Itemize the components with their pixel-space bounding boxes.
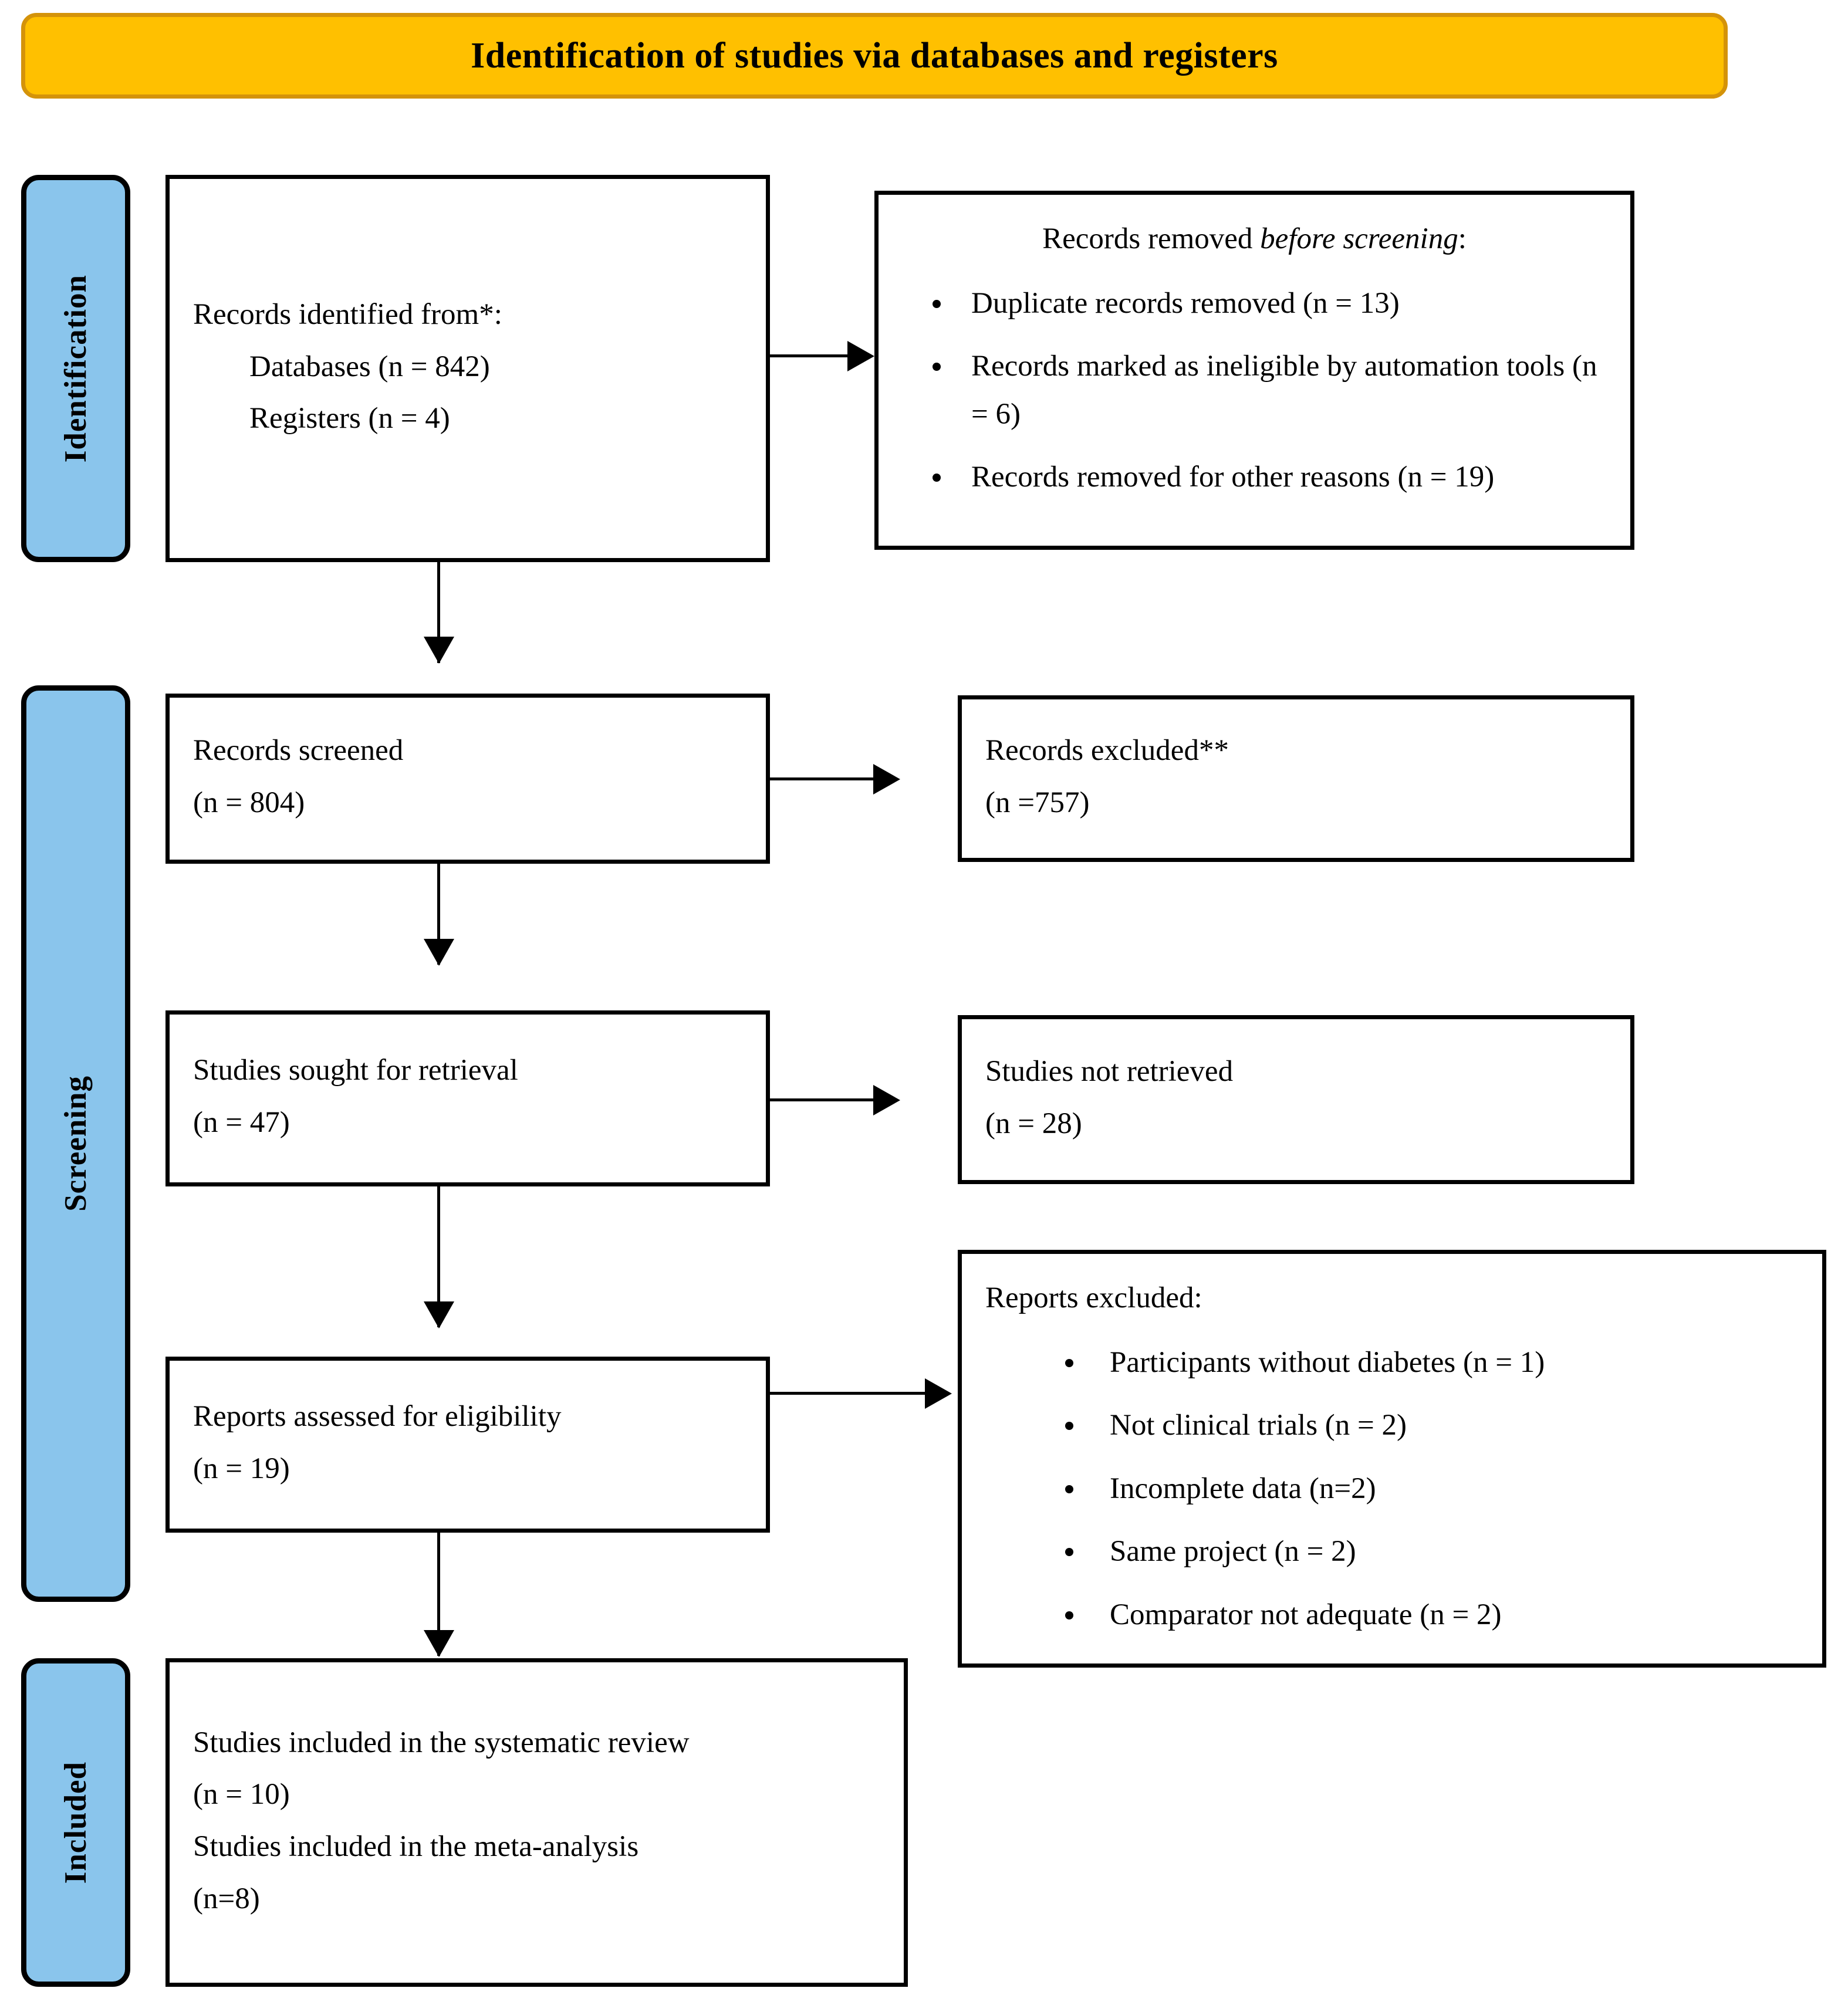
studies-not-retrieved-count: (n = 28) <box>985 1107 1082 1140</box>
connector-line-assessed-to-excluded <box>770 1392 925 1395</box>
records-excluded-header: Records excluded** <box>985 734 1229 767</box>
connector-line-assessed-to-included <box>437 1533 440 1656</box>
connector-line-sought-to-assessed <box>437 1186 440 1327</box>
records-identified-databases: Databases (n = 842) <box>249 350 490 383</box>
records-removed-header: Records removed before screening: <box>902 215 1607 263</box>
list-item: Duplicate records removed (n = 13) <box>902 280 1607 328</box>
connector-arrowhead-sought-to-notretrieved <box>873 1085 900 1115</box>
list-item: Records removed for other reasons (n = 1… <box>902 454 1607 502</box>
reports-excluded-list: Participants without diabetes (n = 1) No… <box>985 1339 1799 1639</box>
box-studies-not-retrieved: Studies not retrieved (n = 28) <box>958 1015 1634 1184</box>
box-records-excluded: Records excluded** (n =757) <box>958 695 1634 862</box>
list-item: Not clinical trials (n = 2) <box>985 1402 1799 1450</box>
studies-not-retrieved-header: Studies not retrieved <box>985 1055 1234 1088</box>
records-screened-header: Records screened <box>193 734 404 767</box>
stage-label-included-text: Included <box>59 1761 93 1884</box>
list-item: Comparator not adequate (n = 2) <box>985 1591 1799 1639</box>
studies-included-meta-count: (n=8) <box>193 1882 260 1915</box>
connector-arrowhead-identified-to-screened <box>424 637 454 664</box>
box-records-identified: Records identified from*: Databases (n =… <box>165 175 770 562</box>
list-item: Participants without diabetes (n = 1) <box>985 1339 1799 1387</box>
records-removed-header-tail: : <box>1458 222 1467 255</box>
box-reports-excluded: Reports excluded: Participants without d… <box>958 1250 1826 1668</box>
box-reports-assessed: Reports assessed for eligibility (n = 19… <box>165 1357 770 1533</box>
box-records-screened: Records screened (n = 804) <box>165 694 770 864</box>
studies-included-meta: Studies included in the meta-analysis <box>193 1830 639 1863</box>
connector-line-identified-to-screened <box>437 562 440 663</box>
studies-sought-count: (n = 47) <box>193 1106 290 1139</box>
studies-sought-header: Studies sought for retrieval <box>193 1054 518 1087</box>
connector-arrowhead-assessed-to-excluded <box>925 1378 952 1409</box>
reports-assessed-header: Reports assessed for eligibility <box>193 1400 562 1433</box>
box-studies-included: Studies included in the systematic revie… <box>165 1658 908 1987</box>
stage-label-screening-text: Screening <box>59 1076 93 1212</box>
studies-included-review-count: (n = 10) <box>193 1778 290 1811</box>
connector-line-sought-to-notretrieved <box>770 1098 873 1101</box>
records-removed-list: Duplicate records removed (n = 13) Recor… <box>902 280 1607 502</box>
connector-arrowhead-identified-to-removed <box>847 341 874 371</box>
connector-line-screened-to-excluded <box>770 777 873 780</box>
studies-included-review: Studies included in the systematic revie… <box>193 1726 690 1759</box>
connector-arrowhead-screened-to-sought <box>424 939 454 966</box>
list-item: Same project (n = 2) <box>985 1528 1799 1576</box>
box-records-removed: Records removed before screening: Duplic… <box>874 191 1634 550</box>
records-removed-header-italic: before screening <box>1260 222 1458 255</box>
stage-label-identification: Identification <box>21 175 130 562</box>
stage-label-identification-text: Identification <box>59 274 93 463</box>
records-removed-header-plain: Records removed <box>1042 222 1261 255</box>
reports-excluded-header: Reports excluded: <box>985 1282 1202 1314</box>
connector-arrowhead-assessed-to-included <box>424 1630 454 1657</box>
connector-arrowhead-sought-to-assessed <box>424 1301 454 1328</box>
records-identified-header: Records identified from*: <box>193 298 502 332</box>
records-screened-count: (n = 804) <box>193 786 305 819</box>
records-excluded-count: (n =757) <box>985 786 1090 819</box>
stage-label-included: Included <box>21 1658 130 1987</box>
list-item: Incomplete data (n=2) <box>985 1465 1799 1513</box>
connector-line-screened-to-sought <box>437 864 440 965</box>
stage-label-screening: Screening <box>21 685 130 1602</box>
box-studies-sought: Studies sought for retrieval (n = 47) <box>165 1010 770 1186</box>
list-item: Records marked as ineligible by automati… <box>902 343 1607 438</box>
connector-arrowhead-screened-to-excluded <box>873 764 900 794</box>
connector-line-identified-to-removed <box>770 354 847 357</box>
records-identified-registers: Registers (n = 4) <box>249 402 450 435</box>
diagram-title: Identification of studies via databases … <box>471 36 1278 76</box>
diagram-header-banner: Identification of studies via databases … <box>21 13 1728 99</box>
reports-assessed-count: (n = 19) <box>193 1452 290 1485</box>
